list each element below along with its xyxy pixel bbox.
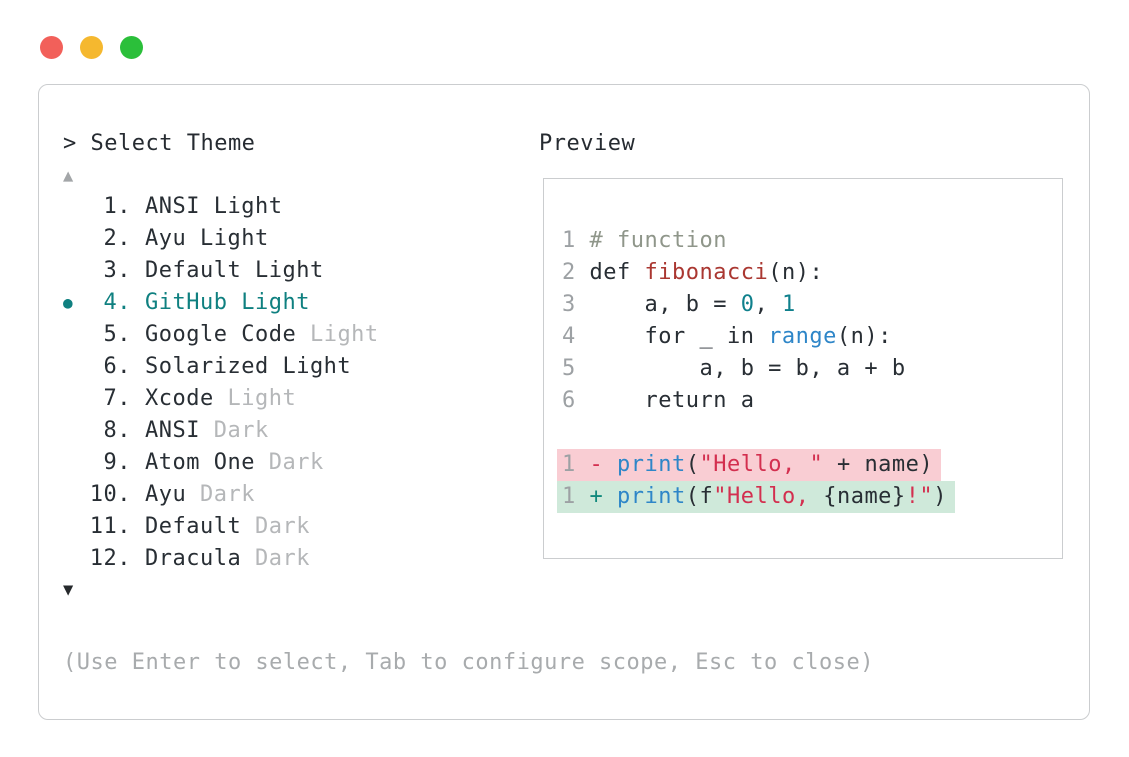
theme-item-number: 12. (89, 546, 131, 571)
code-line: 2 def fibonacci(n): (562, 260, 824, 285)
theme-list-item[interactable]: 6. Solarized Light (63, 351, 533, 383)
theme-item-number: 8. (103, 418, 131, 443)
theme-list-item[interactable]: ● 4. GitHub Light (63, 287, 533, 319)
line-number: 4 (562, 324, 590, 349)
theme-list-item[interactable]: 3. Default Light (63, 255, 533, 287)
code-line: 3 a, b = 0, 1 (562, 292, 796, 317)
theme-item-name: Default (145, 514, 242, 539)
picker-title: > Select Theme (63, 131, 256, 156)
theme-item-suffix: Dark (254, 450, 324, 475)
code-area: 1 # function 2 def fibonacci(n): 3 a, b = … (557, 225, 1062, 513)
theme-item-number: 1. (103, 194, 131, 219)
line-number: 3 (562, 292, 590, 317)
line-number: 1 (562, 484, 590, 509)
diff-line: 1 + print(f"Hello, {name}!") (557, 481, 1062, 513)
scroll-down-icon[interactable]: ▼ (63, 580, 74, 600)
line-number: 5 (562, 356, 590, 381)
theme-item-number: 2. (103, 226, 131, 251)
diff-added-highlight: 1 + print(f"Hello, {name}!") (557, 481, 955, 513)
theme-list-item[interactable]: 11. Default Dark (63, 511, 533, 543)
diff-removed-highlight: 1 - print("Hello, " + name) (557, 449, 942, 481)
selected-bullet-icon: ● (63, 293, 74, 312)
window-controls (40, 36, 143, 59)
theme-item-suffix: Light (296, 322, 379, 347)
preview-box: 1 # function 2 def fibonacci(n): 3 a, b = … (543, 178, 1063, 559)
scroll-up-icon[interactable]: ▲ (63, 166, 74, 186)
line-number: 6 (562, 388, 590, 413)
theme-list-item[interactable]: 2. Ayu Light (63, 223, 533, 255)
theme-item-number: 3. (103, 258, 131, 283)
theme-list-item[interactable]: 7. Xcode Light (63, 383, 533, 415)
theme-list-item[interactable]: 12. Dracula Dark (63, 543, 533, 575)
code-line: 6 return a (562, 388, 755, 413)
theme-item-name: Google Code (145, 322, 297, 347)
theme-list: 1. ANSI Light 2. Ayu Light 3. Default Li… (63, 191, 533, 575)
theme-item-name: Ayu (145, 482, 187, 507)
theme-item-name: ANSI (145, 418, 200, 443)
theme-list-item[interactable]: 1. ANSI Light (63, 191, 533, 223)
theme-item-suffix: Dark (241, 514, 310, 539)
theme-item-suffix: Dark (241, 546, 310, 571)
theme-item-number: 6. (103, 354, 131, 379)
theme-item-number: 7. (103, 386, 131, 411)
code-line: 4 for _ in range(n): (562, 324, 892, 349)
theme-list-item[interactable]: 8. ANSI Dark (63, 415, 533, 447)
theme-item-name: Solarized Light (145, 354, 352, 379)
theme-list-item[interactable]: 5. Google Code Light (63, 319, 533, 351)
theme-item-suffix: Dark (186, 482, 255, 507)
theme-item-name: Xcode (145, 386, 214, 411)
diff-line: 1 - print("Hello, " + name) (557, 449, 1062, 481)
blank-line (562, 417, 1062, 449)
theme-item-number: 4. (103, 290, 131, 315)
theme-list-item[interactable]: 9. Atom One Dark (63, 447, 533, 479)
minimize-button[interactable] (80, 36, 103, 59)
theme-item-suffix: Dark (199, 418, 269, 443)
theme-item-number: 11. (89, 514, 131, 539)
code-line: 1 # function (562, 228, 727, 253)
line-number: 1 (562, 228, 590, 253)
line-number: 1 (562, 452, 590, 477)
theme-item-name: Ayu Light (145, 226, 269, 251)
zoom-button[interactable] (120, 36, 143, 59)
theme-list-panel: > Select Theme ▲ 1. ANSI Light 2. Ayu Li… (63, 131, 533, 605)
theme-item-name: ANSI Light (145, 194, 283, 219)
theme-list-item[interactable]: 10. Ayu Dark (63, 479, 533, 511)
theme-item-name: Atom One (145, 450, 255, 475)
theme-item-name: GitHub Light (145, 290, 310, 315)
preview-panel: Preview 1 # function 2 def fibonacci(n): 3… (539, 131, 1079, 559)
theme-item-suffix: Light (213, 386, 297, 411)
theme-item-number: 10. (89, 482, 131, 507)
theme-picker-dialog: > Select Theme ▲ 1. ANSI Light 2. Ayu Li… (38, 84, 1090, 720)
preview-title: Preview (539, 131, 636, 156)
theme-item-number: 5. (103, 322, 131, 347)
code-line: 5 a, b = b, a + b (562, 356, 906, 381)
theme-item-name: Default Light (145, 258, 324, 283)
line-number: 2 (562, 260, 590, 285)
theme-item-number: 9. (103, 450, 131, 475)
hint-text: (Use Enter to select, Tab to configure s… (63, 650, 874, 675)
theme-item-name: Dracula (145, 546, 242, 571)
close-button[interactable] (40, 36, 63, 59)
